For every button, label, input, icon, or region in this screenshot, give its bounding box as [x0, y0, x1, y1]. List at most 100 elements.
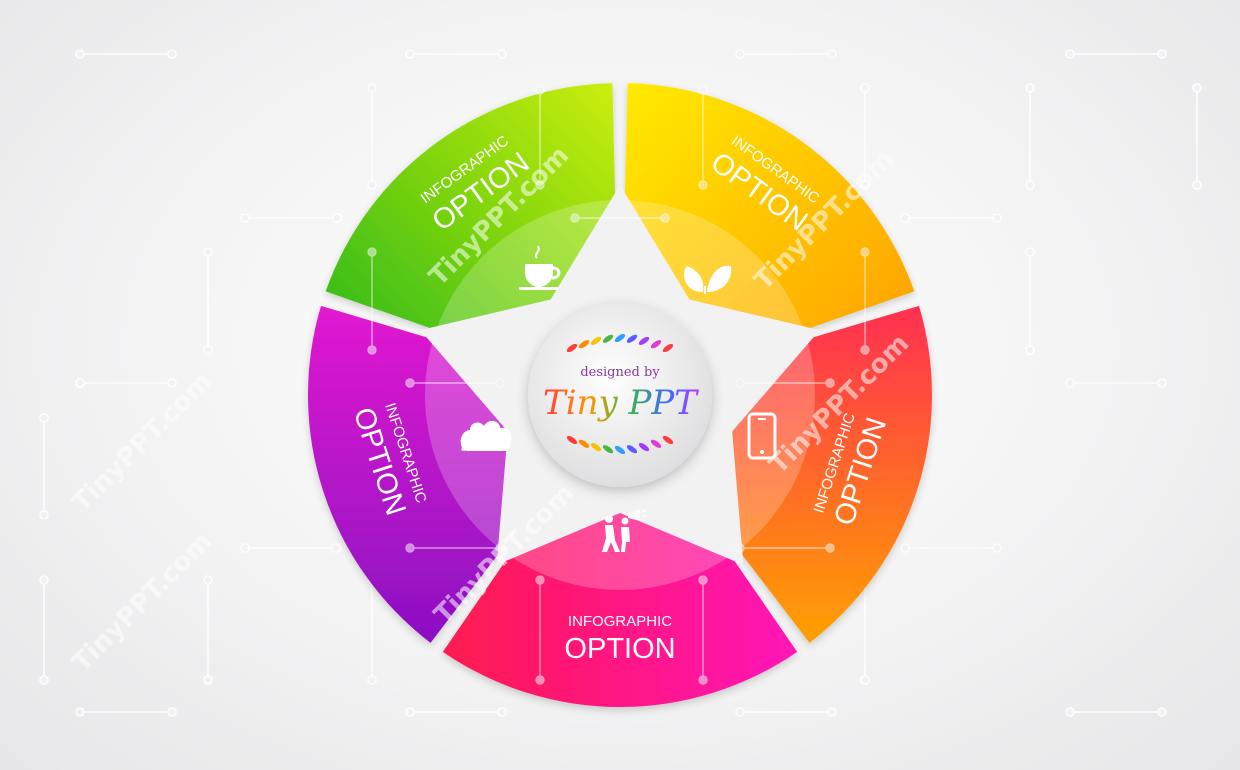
watermark-text: TinyPPT.com: [67, 367, 218, 518]
circuit-node: [367, 345, 377, 355]
laurel-leaf: [614, 445, 626, 455]
circuit-node: [203, 675, 213, 685]
laurel-leaf: [578, 439, 590, 448]
circuit-node: [535, 85, 545, 95]
circuit-node: [39, 413, 49, 423]
logo-laurel-bottom: [566, 435, 674, 455]
watermark-text: TinyPPT.com: [67, 527, 218, 678]
logo-laurel-top: [566, 333, 674, 353]
circuit-node: [698, 180, 708, 190]
circuit-node: [735, 378, 745, 388]
logo-designed-by: designed by: [580, 365, 660, 380]
circuit-node: [735, 543, 745, 553]
laurel-leaf: [590, 336, 602, 345]
circuit-node: [497, 707, 507, 717]
circuit-node: [240, 543, 250, 553]
circuit-node: [825, 378, 835, 388]
circuit-node: [860, 675, 870, 685]
background-circuit-lines: [39, 49, 1202, 717]
circuit-node: [698, 575, 708, 585]
circuit-node: [535, 575, 545, 585]
circuit-node: [39, 510, 49, 520]
leaves-icon: [684, 265, 732, 294]
laurel-leaf: [638, 336, 650, 345]
circuit-node: [75, 707, 85, 717]
circuit-node: [735, 49, 745, 59]
circuit-node: [1025, 247, 1035, 257]
circuit-node: [1192, 83, 1202, 93]
circuit-node: [827, 49, 837, 59]
people-megaphone-icon: [602, 509, 647, 552]
circuit-node: [203, 575, 213, 585]
circuit-node: [167, 378, 177, 388]
circuit-node: [367, 83, 377, 93]
circuit-node: [735, 707, 745, 717]
circuit-node: [900, 543, 910, 553]
circuit-node: [405, 49, 415, 59]
circuit-node: [992, 543, 1002, 553]
foreground-circuit-lines: [240, 85, 870, 685]
laurel-leaf: [566, 343, 578, 353]
circuit-node: [39, 575, 49, 585]
bush-icon: [460, 420, 512, 451]
circuit-node: [203, 247, 213, 257]
circuit-node: [330, 543, 340, 553]
circuit-node: [367, 247, 377, 257]
logo-tinyppt: Tiny PPT: [543, 383, 699, 423]
circuit-node: [39, 675, 49, 685]
circuit-node: [75, 378, 85, 388]
circuit-node: [698, 675, 708, 685]
circuit-node: [1192, 180, 1202, 190]
circuit-node: [405, 707, 415, 717]
circuit-node: [167, 49, 177, 59]
laurel-leaf: [590, 443, 602, 452]
circuit-node: [827, 707, 837, 717]
circuit-node: [698, 85, 708, 95]
smartphone-icon: [747, 412, 777, 460]
circuit-node: [495, 543, 505, 553]
teacup-icon: [519, 245, 561, 290]
circuit-node: [660, 213, 670, 223]
circuit-node: [1157, 49, 1167, 59]
laurel-leaf: [662, 343, 674, 353]
segment-pink[interactable]: [442, 419, 798, 708]
circuit-node: [1157, 707, 1167, 717]
pink-label-line1: INFOGRAPHIC: [568, 613, 672, 630]
circuit-node: [1025, 180, 1035, 190]
circuit-node: [240, 213, 250, 223]
circuit-node: [1065, 378, 1075, 388]
circuit-node: [367, 180, 377, 190]
laurel-leaf: [578, 340, 590, 349]
circuit-node: [75, 49, 85, 59]
circuit-node: [825, 543, 835, 553]
circuit-node: [900, 213, 910, 223]
laurel-leaf: [626, 334, 638, 343]
circuit-node: [1157, 378, 1167, 388]
circuit-node: [1065, 707, 1075, 717]
laurel-leaf: [614, 333, 626, 343]
circuit-node: [1065, 49, 1075, 59]
circuit-node: [332, 213, 342, 223]
circuit-node: [860, 180, 870, 190]
circuit-node: [992, 213, 1002, 223]
circuit-node: [570, 213, 580, 223]
segment-label-pink: INFOGRAPHIC OPTION: [564, 613, 675, 665]
circuit-node: [203, 345, 213, 355]
laurel-leaf: [566, 435, 578, 445]
circuit-node: [1025, 345, 1035, 355]
circuit-node: [860, 247, 870, 257]
circuit-node: [405, 378, 415, 388]
circuit-node: [367, 675, 377, 685]
circuit-node: [860, 83, 870, 93]
laurel-leaf: [650, 340, 662, 349]
circuit-node: [535, 180, 545, 190]
circuit-node: [495, 378, 505, 388]
circuit-node: [1025, 83, 1035, 93]
circuit-node: [497, 49, 507, 59]
laurel-leaf: [662, 435, 674, 445]
laurel-leaf: [626, 445, 638, 454]
laurel-leaf: [602, 445, 614, 454]
laurel-leaf: [638, 443, 650, 452]
pink-label-line2: OPTION: [564, 633, 675, 665]
